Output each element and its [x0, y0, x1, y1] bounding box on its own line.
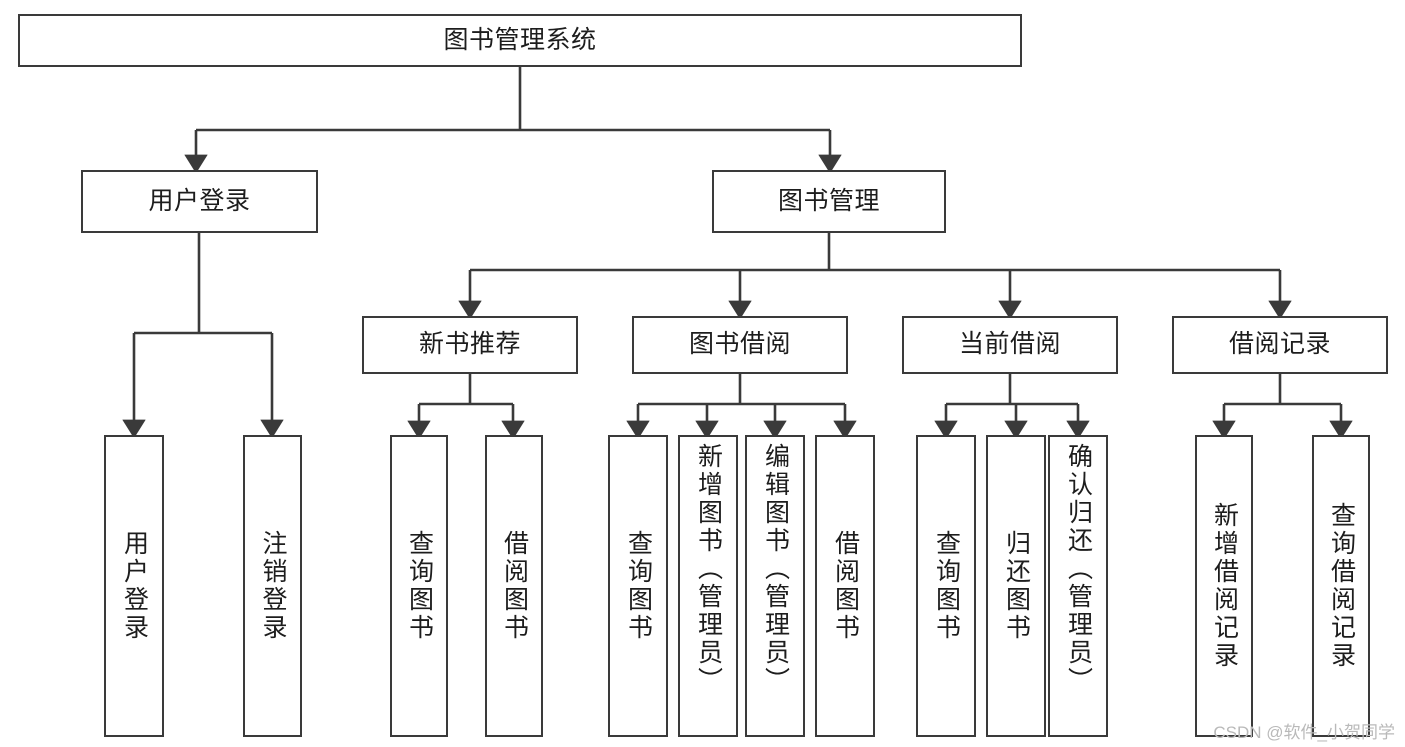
- node-leaf-borrow-book-2-label: 借阅图书: [831, 530, 860, 642]
- node-new-book-recommend[interactable]: 新书推荐: [362, 316, 578, 374]
- node-borrow-record-label: 借阅记录: [1228, 330, 1331, 359]
- node-current-borrow-label: 当前借阅: [958, 330, 1061, 359]
- node-leaf-query-record[interactable]: 查询借阅记录: [1312, 435, 1370, 737]
- node-leaf-borrow-book-1[interactable]: 借阅图书: [485, 435, 543, 737]
- node-leaf-query-book-1-label: 查询图书: [405, 530, 434, 642]
- node-leaf-query-book-1[interactable]: 查询图书: [390, 435, 448, 737]
- node-leaf-confirm-return[interactable]: 确认归还（管理员）: [1048, 435, 1108, 737]
- node-current-borrow[interactable]: 当前借阅: [902, 316, 1118, 374]
- node-new-book-recommend-label: 新书推荐: [418, 330, 521, 359]
- node-leaf-edit-book[interactable]: 编辑图书（管理员）: [745, 435, 805, 737]
- node-book-manage[interactable]: 图书管理: [712, 170, 946, 233]
- node-leaf-return-book-label: 归还图书: [1002, 530, 1031, 642]
- node-root-label: 图书管理系统: [443, 25, 597, 54]
- node-leaf-borrow-book-1-label: 借阅图书: [500, 530, 529, 642]
- node-leaf-add-book[interactable]: 新增图书（管理员）: [678, 435, 738, 737]
- node-leaf-confirm-return-label: 确认归还（管理员）: [1064, 443, 1093, 695]
- node-leaf-edit-book-label: 编辑图书（管理员）: [761, 443, 790, 695]
- node-leaf-add-book-label: 新增图书（管理员）: [694, 443, 723, 695]
- node-leaf-user-login-label: 用户登录: [120, 530, 149, 642]
- node-leaf-user-login[interactable]: 用户登录: [104, 435, 164, 737]
- node-user-login-label: 用户登录: [148, 186, 251, 215]
- csdn-watermark: CSDN @软件_小贺同学: [1213, 723, 1395, 742]
- node-leaf-query-record-label: 查询借阅记录: [1327, 502, 1356, 670]
- node-leaf-query-book-3[interactable]: 查询图书: [916, 435, 976, 737]
- node-leaf-add-record[interactable]: 新增借阅记录: [1195, 435, 1253, 737]
- node-leaf-add-record-label: 新增借阅记录: [1210, 502, 1239, 670]
- node-leaf-query-book-3-label: 查询图书: [932, 530, 961, 642]
- node-leaf-return-book[interactable]: 归还图书: [986, 435, 1046, 737]
- node-book-borrow-label: 图书借阅: [688, 330, 791, 359]
- node-root[interactable]: 图书管理系统: [18, 14, 1022, 67]
- node-book-borrow[interactable]: 图书借阅: [632, 316, 848, 374]
- node-book-manage-label: 图书管理: [777, 186, 880, 215]
- node-leaf-logout-label: 注销登录: [259, 530, 287, 642]
- node-borrow-record[interactable]: 借阅记录: [1172, 316, 1388, 374]
- node-leaf-logout[interactable]: 注销登录: [243, 435, 302, 737]
- node-leaf-borrow-book-2[interactable]: 借阅图书: [815, 435, 875, 737]
- node-user-login[interactable]: 用户登录: [81, 170, 318, 233]
- node-leaf-query-book-2[interactable]: 查询图书: [608, 435, 668, 737]
- node-leaf-query-book-2-label: 查询图书: [624, 530, 653, 642]
